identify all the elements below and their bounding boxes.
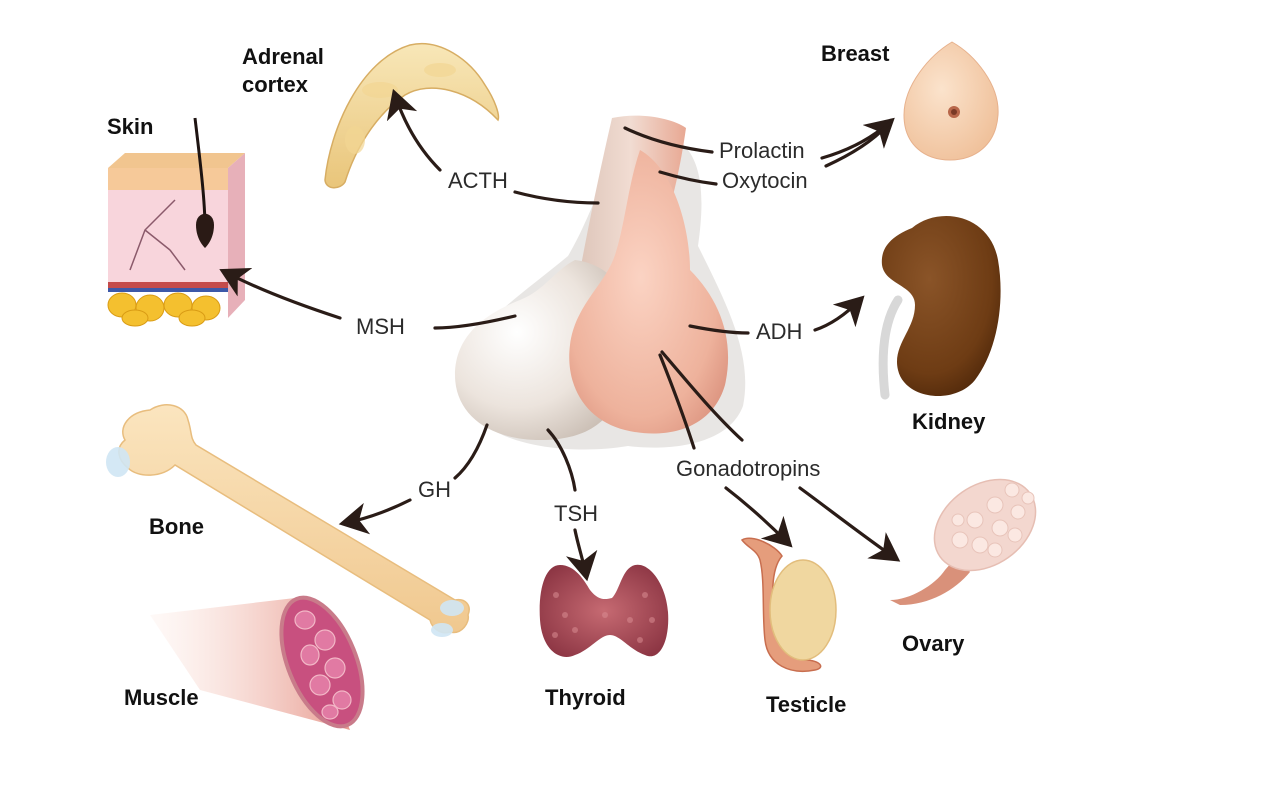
label-breast: Breast bbox=[821, 41, 890, 66]
label-acth: ACTH bbox=[448, 168, 508, 193]
hormone-arrows bbox=[219, 88, 901, 582]
prolactin-arrow bbox=[820, 117, 895, 160]
label-prolactin: Prolactin bbox=[719, 138, 805, 163]
label-skin: Skin bbox=[107, 114, 153, 139]
thyroid-illustration bbox=[539, 564, 669, 657]
label-ovary: Ovary bbox=[902, 631, 965, 656]
breast-illustration bbox=[903, 41, 999, 161]
acth-connector bbox=[513, 190, 600, 205]
tsh-connector bbox=[546, 428, 577, 492]
label-bone: Bone bbox=[149, 514, 204, 539]
acth-arrow bbox=[386, 88, 442, 172]
hormone-labels: ACTH Prolactin Oxytocin MSH ADH GH TSH G… bbox=[356, 138, 820, 526]
label-msh: MSH bbox=[356, 314, 405, 339]
label-kidney: Kidney bbox=[912, 409, 986, 434]
testicle-illustration bbox=[740, 537, 837, 672]
gh-arrow bbox=[338, 498, 412, 535]
tsh-arrow bbox=[565, 528, 598, 582]
gh-connector bbox=[453, 423, 489, 480]
label-adrenal-line2: cortex bbox=[242, 72, 309, 97]
skin-illustration bbox=[107, 117, 245, 327]
label-gonadotropins: Gonadotropins bbox=[676, 456, 820, 481]
label-tsh: TSH bbox=[554, 501, 598, 526]
msh-connector bbox=[433, 314, 517, 330]
adh-arrow bbox=[813, 295, 865, 332]
oxytocin-connector bbox=[658, 170, 718, 186]
label-gh: GH bbox=[418, 477, 451, 502]
adh-connector bbox=[688, 324, 750, 335]
kidney-illustration bbox=[878, 216, 1001, 400]
label-oxytocin: Oxytocin bbox=[722, 168, 808, 193]
gonadotropin-connector-2 bbox=[660, 350, 744, 442]
label-adh: ADH bbox=[756, 319, 802, 344]
label-testicle: Testicle bbox=[766, 692, 846, 717]
gonadotropin-arrow-ovary bbox=[798, 486, 901, 562]
pituitary-gland bbox=[455, 115, 746, 450]
gonadotropin-connector-1 bbox=[658, 353, 696, 450]
bone-illustration bbox=[106, 404, 470, 637]
label-adrenal-line1: Adrenal bbox=[242, 44, 324, 69]
adrenal-cortex-illustration bbox=[324, 42, 500, 189]
oxytocin-arrow bbox=[824, 120, 892, 168]
muscle-illustration bbox=[150, 595, 365, 730]
ovary-illustration bbox=[890, 478, 1037, 605]
msh-arrow bbox=[219, 268, 342, 320]
prolactin-connector bbox=[623, 126, 714, 154]
organ-labels: Adrenal cortex Breast Skin Kidney Bone M… bbox=[107, 41, 986, 717]
label-muscle: Muscle bbox=[124, 685, 199, 710]
gonadotropin-arrow-testicle bbox=[724, 486, 793, 548]
label-thyroid: Thyroid bbox=[545, 685, 626, 710]
